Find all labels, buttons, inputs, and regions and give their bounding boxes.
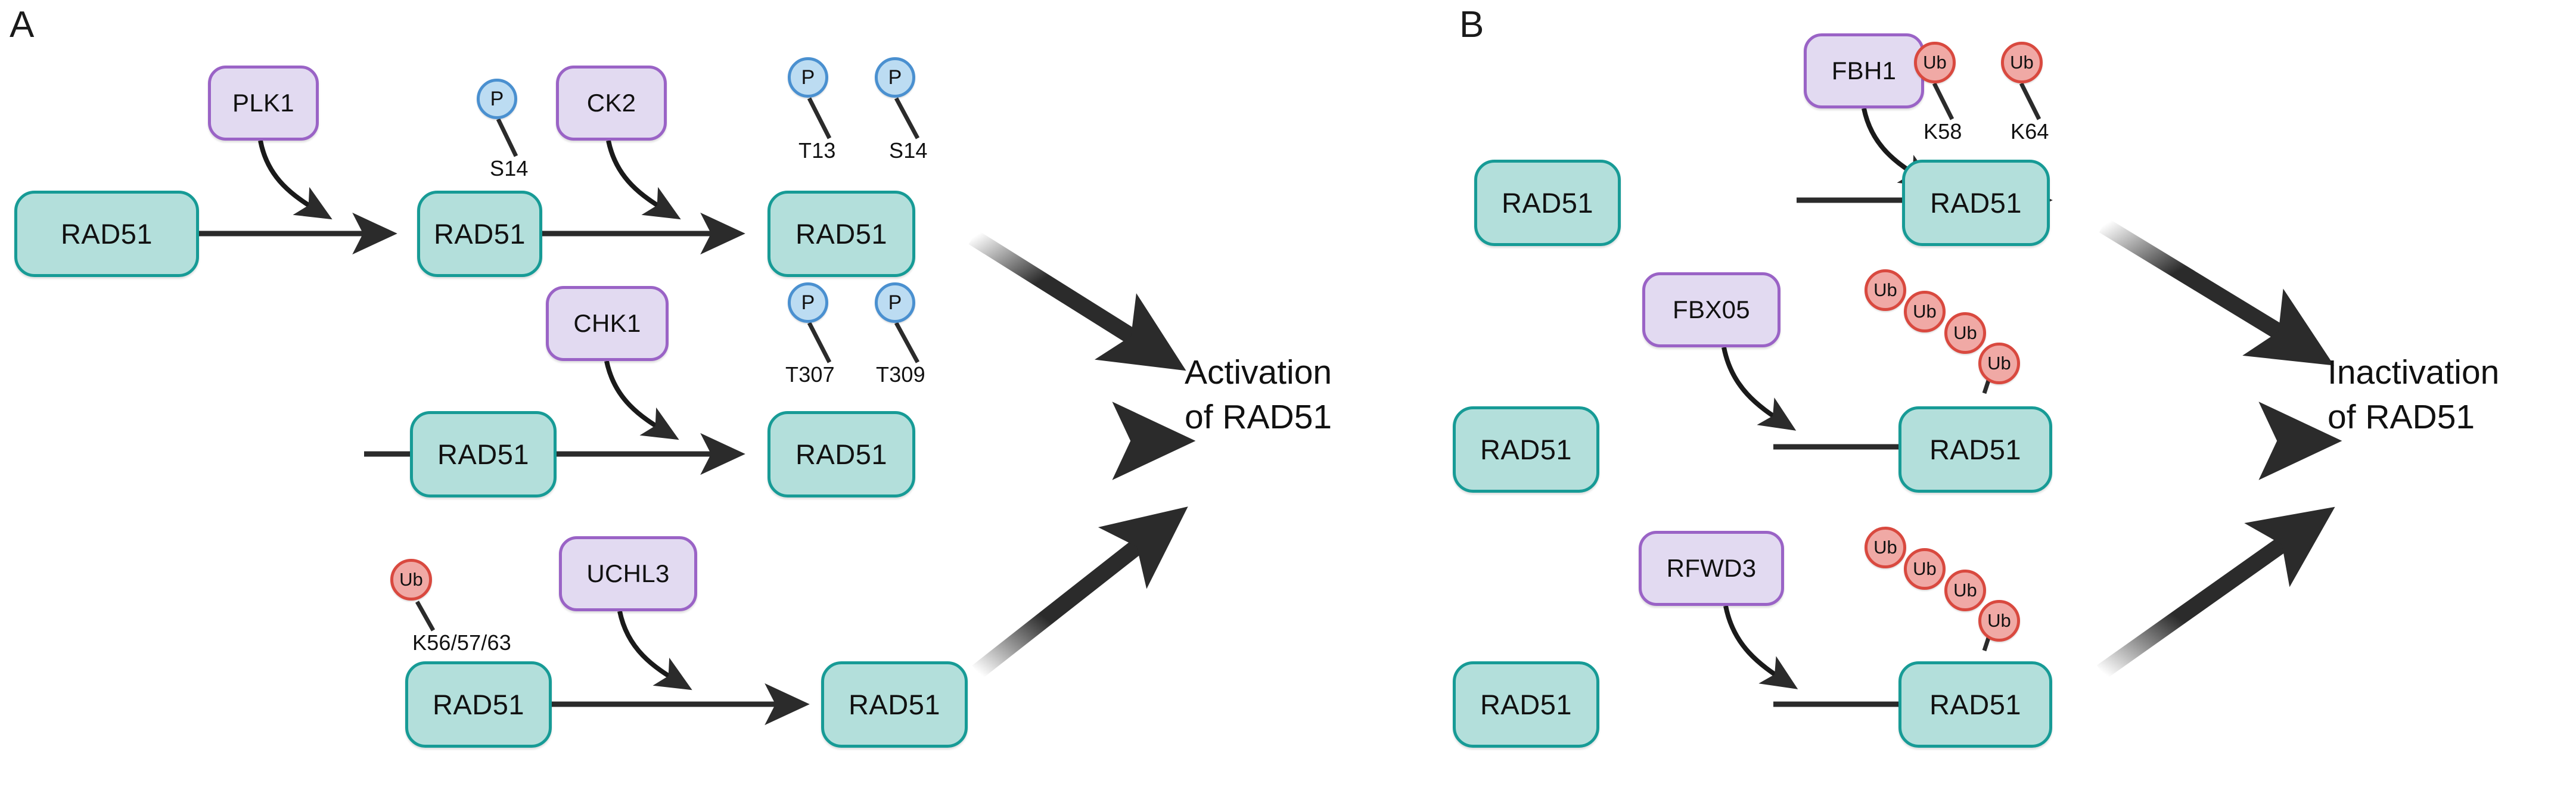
ubiquitin-chain-b2-4[interactable]: Ub	[1978, 343, 2020, 384]
curve-plk1	[258, 140, 333, 220]
phospho-badge-s14-a1[interactable]: P	[477, 79, 517, 119]
stalk-k565763	[415, 601, 436, 632]
curve-chk1	[604, 360, 679, 440]
big-arrow-a-row3	[972, 506, 1188, 679]
node-rad51-a1-2[interactable]: RAD51	[417, 191, 542, 277]
outcome-activation-line2: of RAD51	[1185, 398, 1332, 437]
enzyme-uchl3[interactable]: UCHL3	[559, 536, 697, 611]
big-arrow-b-row3	[2096, 506, 2335, 679]
outcome-inactivation-line1: Inactivation	[2328, 353, 2500, 391]
enzyme-plk1[interactable]: PLK1	[208, 66, 319, 141]
ubiquitin-badge-k64[interactable]: Ub	[2001, 42, 2043, 83]
node-rad51-b3-1[interactable]: RAD51	[1453, 661, 1599, 748]
node-rad51-a2-2[interactable]: RAD51	[767, 411, 915, 497]
stalk-t307-a2	[807, 322, 832, 363]
curve-rfwd3	[1723, 605, 1798, 689]
stalk-k58	[1932, 82, 1954, 120]
node-rad51-b1-2[interactable]: RAD51	[1902, 160, 2050, 246]
stalk-s14b-a1	[894, 97, 920, 139]
ubiquitin-chain-b2-2[interactable]: Ub	[1904, 291, 1946, 332]
enzyme-ck2[interactable]: CK2	[556, 66, 667, 141]
site-label-k565763: K56/57/63	[412, 630, 511, 655]
ubiquitin-chain-b2-1[interactable]: Ub	[1865, 269, 1906, 311]
node-rad51-a1-1[interactable]: RAD51	[14, 191, 199, 277]
curve-ck2	[606, 140, 681, 220]
site-label-s14-a1: S14	[490, 156, 529, 181]
site-label-t307: T307	[785, 362, 835, 387]
node-rad51-a1-3[interactable]: RAD51	[767, 191, 915, 277]
site-label-k58: K58	[1924, 119, 1962, 144]
node-rad51-b1-1[interactable]: RAD51	[1474, 160, 1621, 246]
enzyme-fbx05[interactable]: FBX05	[1642, 272, 1780, 347]
big-arrow-b-row1	[2099, 218, 2335, 366]
stalk-k64	[2019, 82, 2041, 120]
stalk-s14-a1	[496, 118, 518, 157]
node-rad51-b3-2[interactable]: RAD51	[1898, 661, 2052, 748]
panel-letter-a: A	[10, 4, 35, 45]
ubiquitin-chain-b3-3[interactable]: Ub	[1944, 570, 1986, 611]
ubiquitin-badge-k58[interactable]: Ub	[1914, 42, 1956, 83]
node-rad51-b2-1[interactable]: RAD51	[1453, 406, 1599, 493]
site-label-k64: K64	[2011, 119, 2049, 144]
enzyme-fbh1[interactable]: FBH1	[1804, 33, 1924, 108]
phospho-badge-s14b-a1[interactable]: P	[875, 57, 915, 98]
node-rad51-b2-2[interactable]: RAD51	[1898, 406, 2052, 493]
node-rad51-a2-1[interactable]: RAD51	[410, 411, 557, 497]
ubiquitin-chain-b3-1[interactable]: Ub	[1865, 527, 1906, 568]
site-label-t13-a1: T13	[798, 138, 836, 163]
phospho-badge-t307[interactable]: P	[788, 282, 828, 323]
ubiquitin-chain-b3-4[interactable]: Ub	[1978, 600, 2020, 642]
node-rad51-a3-1[interactable]: RAD51	[405, 661, 552, 748]
enzyme-chk1[interactable]: CHK1	[546, 286, 669, 361]
site-label-t309: T309	[876, 362, 925, 387]
stalk-t309-a2	[894, 322, 920, 363]
big-arrow-a-row1	[968, 230, 1186, 371]
curve-fbx05	[1722, 347, 1797, 431]
ubiquitin-chain-b3-2[interactable]: Ub	[1904, 548, 1946, 590]
phospho-badge-t309[interactable]: P	[875, 282, 915, 323]
outcome-activation: Activation of RAD51	[1185, 350, 1332, 440]
enzyme-rfwd3[interactable]: RFWD3	[1639, 531, 1784, 606]
outcome-activation-line1: Activation	[1185, 353, 1332, 391]
curve-uchl3	[617, 611, 692, 691]
panel-letter-b: B	[1459, 4, 1484, 45]
ubiquitin-badge-k565763[interactable]: Ub	[390, 559, 432, 601]
node-rad51-a3-2[interactable]: RAD51	[821, 661, 968, 748]
outcome-inactivation-line2: of RAD51	[2328, 398, 2475, 437]
outcome-inactivation: Inactivation of RAD51	[2328, 350, 2499, 440]
site-label-s14b-a1: S14	[889, 138, 928, 163]
ubiquitin-chain-b2-3[interactable]: Ub	[1944, 312, 1986, 354]
stalk-t13-a1	[807, 97, 832, 139]
phospho-badge-t13-a1[interactable]: P	[788, 57, 828, 98]
